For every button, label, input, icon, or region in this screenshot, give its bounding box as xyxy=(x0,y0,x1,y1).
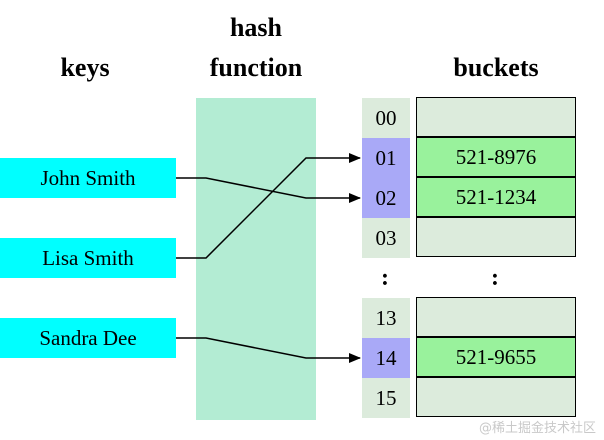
key-sandra-dee: Sandra Dee xyxy=(0,318,176,358)
bucket-01: 521-8976 xyxy=(416,137,576,177)
bucket-00 xyxy=(416,97,576,137)
arrow-lisa-smith-to-01 xyxy=(176,153,361,259)
buckets-heading: buckets xyxy=(453,53,539,82)
bucket-ellipsis: : xyxy=(491,265,499,291)
hash-function-heading-line1: hash xyxy=(229,13,283,42)
index-15: 15 xyxy=(362,378,410,418)
hash-function-band xyxy=(196,98,316,420)
index-01: 01 xyxy=(362,138,410,178)
watermark: @稀土掘金技术社区 xyxy=(478,421,596,436)
bucket-13 xyxy=(416,297,576,337)
hash-function-heading-line2: function xyxy=(209,53,303,82)
keys-heading: keys xyxy=(60,53,110,82)
bucket-15 xyxy=(416,377,576,417)
arrow-sandra-dee-to-14 xyxy=(176,337,361,363)
index-14: 14 xyxy=(362,338,410,378)
bucket-02: 521-1234 xyxy=(416,177,576,217)
index-03: 03 xyxy=(362,218,410,258)
index-00: 00 xyxy=(362,98,410,138)
bucket-03 xyxy=(416,217,576,257)
index-ellipsis: : xyxy=(381,265,389,291)
bucket-14: 521-9655 xyxy=(416,337,576,377)
arrow-john-smith-to-02 xyxy=(176,177,361,203)
index-13: 13 xyxy=(362,298,410,338)
index-02: 02 xyxy=(362,178,410,218)
key-john-smith: John Smith xyxy=(0,158,176,198)
key-lisa-smith: Lisa Smith xyxy=(0,238,176,278)
